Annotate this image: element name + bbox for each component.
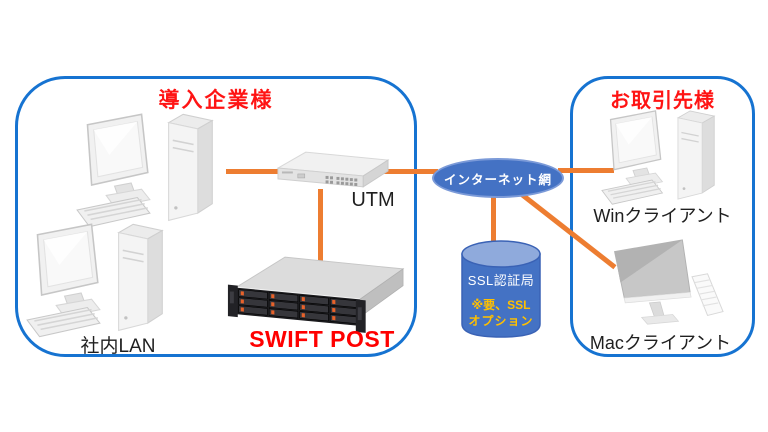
line-lan-to-utm bbox=[226, 169, 284, 174]
internet-label: インターネット網 bbox=[443, 172, 552, 187]
line-internet-to-win-client bbox=[558, 168, 614, 173]
mac-client-label: Macクライアント bbox=[589, 333, 732, 353]
company-box-title: 導入企業様 bbox=[158, 89, 274, 112]
win-client-label: Winクライアント bbox=[593, 206, 732, 226]
internet-cloud-node: インターネット網 bbox=[432, 158, 564, 198]
line-utm-to-internet bbox=[378, 169, 438, 174]
lan-desktop-pc-icon bbox=[22, 216, 184, 346]
win-client-pc-icon bbox=[598, 104, 732, 212]
partner-box-title: お取引先様 bbox=[610, 90, 715, 112]
utm-appliance-icon bbox=[276, 144, 390, 194]
line-utm-to-swiftpost-server bbox=[318, 189, 323, 262]
lan-label: 社内LAN bbox=[80, 336, 156, 357]
imac-icon bbox=[592, 238, 734, 330]
ssl-ca-cylinder: SSL認証局 ※要、SSL オプション bbox=[460, 239, 542, 339]
swiftpost-server-icon bbox=[224, 252, 406, 336]
swiftpost-label: SWIFT POST bbox=[249, 326, 395, 352]
utm-label: UTM bbox=[351, 189, 395, 211]
ssl-option-note-line2: オプション bbox=[468, 314, 534, 328]
ssl-option-note-line1: ※要、SSL bbox=[471, 298, 531, 312]
line-internet-to-ssl-ca bbox=[491, 192, 496, 242]
ssl-ca-title: SSL認証局 bbox=[467, 273, 535, 288]
